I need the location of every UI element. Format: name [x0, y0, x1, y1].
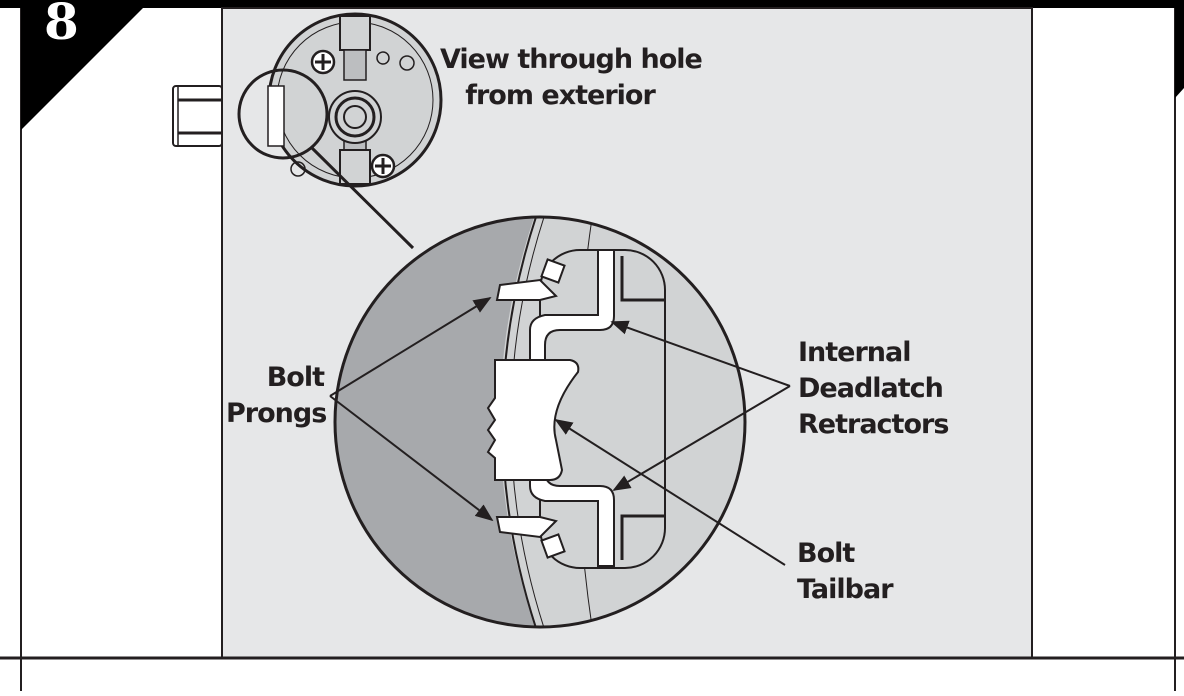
screw-icon [370, 153, 396, 179]
screw-icon [310, 49, 336, 75]
bolt-tailbar-line2: Tailbar [797, 574, 894, 605]
internal-deadlatch-retractors-label: Internal Deadlatch Retractors [798, 335, 949, 443]
retractors-line1: Internal [798, 337, 912, 368]
retractors-line3: Retractors [798, 409, 949, 440]
view-caption-line2: from exterior [465, 80, 656, 111]
magnify-leader-line [309, 145, 415, 250]
step-number: 8 [44, 0, 79, 51]
bolt-prongs-line1: Bolt [266, 362, 325, 393]
right-badge-triangle [1175, 8, 1184, 98]
bolt-prongs-label: Bolt Prongs [226, 360, 327, 432]
bolt-tailbar-line1: Bolt [797, 538, 855, 569]
top-border [0, 0, 1184, 8]
magnify-circle [237, 68, 329, 160]
retractor-leaders [610, 320, 791, 491]
view-caption: View through hole from exterior [440, 42, 703, 114]
step-badge-triangle [21, 8, 143, 130]
bolt-tailbar-label: Bolt Tailbar [797, 536, 894, 608]
exterior-hole-view [267, 12, 443, 188]
latch-bolt-icon [172, 85, 223, 147]
retractors-line2: Deadlatch [798, 373, 944, 404]
bolt-prongs-leaders [329, 297, 494, 522]
bolt-prongs-line2: Prongs [226, 398, 327, 429]
view-caption-line1: View through hole [440, 44, 703, 75]
tailbar-leader [554, 419, 786, 566]
